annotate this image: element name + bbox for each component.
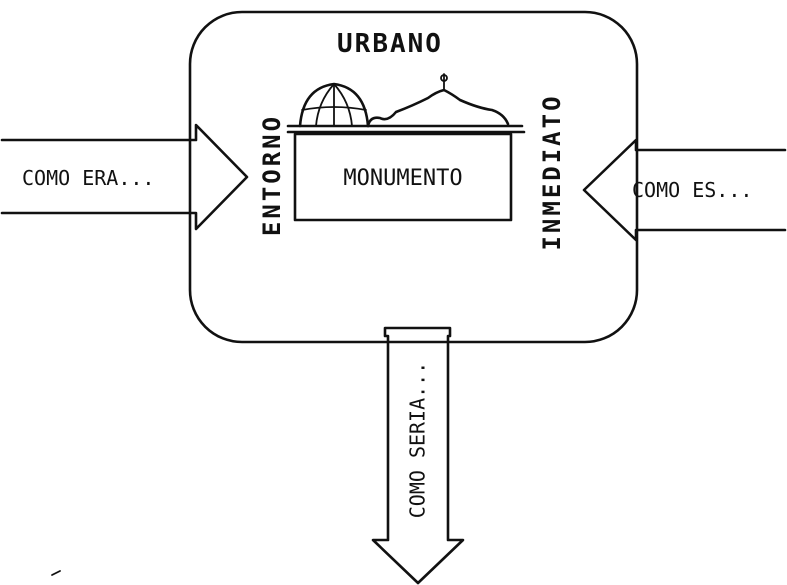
entorno-label: ENTORNO <box>258 114 286 236</box>
como-seria-label: COMO SERIA... <box>406 362 430 519</box>
monument-box <box>293 132 513 222</box>
urban-surroundings-frame <box>188 10 639 344</box>
como-era-label: COMO ERA... <box>22 166 154 190</box>
como-es-label: COMO ES... <box>632 178 752 202</box>
monument-silhouette <box>286 73 526 134</box>
arrow-como-era <box>0 123 249 231</box>
monumento-label: MONUMENTO <box>343 166 462 191</box>
urbano-label: URBANO <box>337 29 443 59</box>
scan-speck <box>51 570 61 576</box>
arrow-como-seria <box>371 326 465 585</box>
inmediato-label: INMEDIATO <box>538 93 566 250</box>
arrow-como-es <box>582 138 787 242</box>
